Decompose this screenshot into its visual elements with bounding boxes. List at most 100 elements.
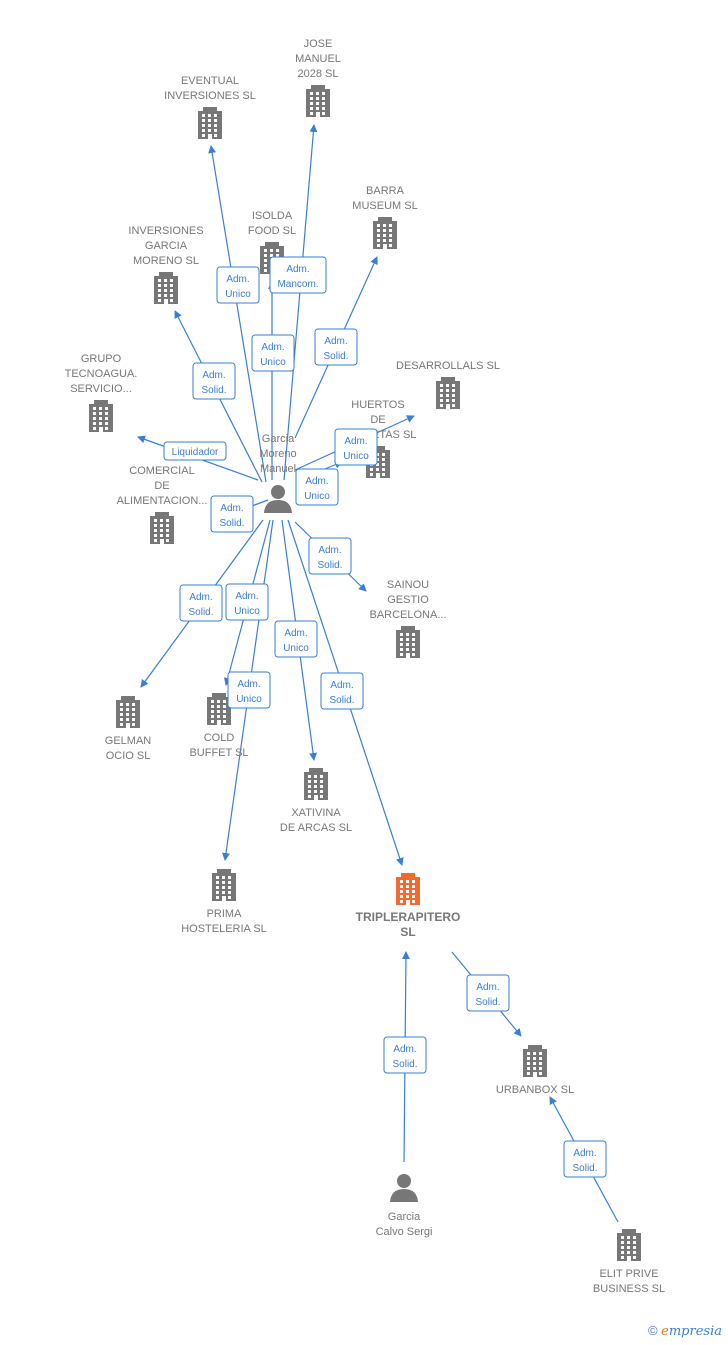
- node-label-grupo: GRUPO: [81, 353, 122, 365]
- edge-label-text: Adm.: [220, 503, 243, 514]
- edge-label-text: Solid.: [219, 518, 244, 529]
- edge-label-box: [466, 974, 510, 1012]
- edge-label-text: Adm.: [344, 436, 367, 447]
- building-icon: [116, 696, 140, 728]
- brand-logo: empresia: [661, 1324, 722, 1339]
- edge-label-gmm-eventual[interactable]: Adm.Unico: [216, 266, 260, 304]
- building-icon: [617, 1229, 641, 1261]
- copyright-symbol: ©: [647, 1323, 658, 1338]
- node-grupo[interactable]: GRUPO TECNOAGUA. SERVICIO...: [65, 353, 138, 432]
- node-label-jose: 2028 SL: [298, 68, 339, 80]
- edge-label-text: Solid.: [188, 607, 213, 618]
- edge-label-box: [295, 468, 339, 506]
- node-label-comercial: DE: [154, 480, 169, 492]
- node-label-comercial: ALIMENTACION...: [117, 495, 208, 507]
- edge-label-box: [251, 334, 295, 372]
- node-label-prima: HOSTELERIA SL: [181, 923, 267, 935]
- edge-label-box: [216, 266, 260, 304]
- node-comercial[interactable]: COMERCIALDEALIMENTACION...: [117, 465, 208, 544]
- edge-label-text: Mancom.: [277, 279, 318, 290]
- node-label-grupo: TECNOAGUA.: [65, 368, 138, 380]
- footer-brand[interactable]: © empresia: [648, 1323, 722, 1339]
- node-label-huertos: HUERTOS: [351, 399, 404, 411]
- edge-label-gmm-desarrollals[interactable]: Adm.Unico: [334, 428, 378, 466]
- node-label-jose: MANUEL: [295, 53, 341, 65]
- node-label-gelman: GELMAN: [105, 735, 152, 747]
- edge-label-box: [227, 671, 271, 709]
- node-label-grupo: SERVICIO...: [70, 383, 132, 395]
- edge-label-box: [383, 1036, 427, 1074]
- node-label-sainou: SAINOU: [387, 579, 429, 591]
- building-icon: [396, 873, 420, 905]
- edge-label-gmm-grupo[interactable]: Liquidador: [163, 441, 227, 461]
- edge-label-gmm-jose[interactable]: Adm.Mancom.: [269, 256, 327, 294]
- edge-label-gmm-invgarcia[interactable]: Adm.Solid.: [192, 362, 236, 400]
- edge-label-box: [274, 620, 318, 658]
- node-label-gcs: Garcia: [388, 1211, 421, 1223]
- node-label-sainou: BARCELONA...: [369, 609, 446, 621]
- node-label-prima: PRIMA: [207, 908, 243, 920]
- edge-label-box: [179, 584, 223, 622]
- edge-label-box: [314, 328, 358, 366]
- node-label-invgarcia: MORENO SL: [133, 255, 199, 267]
- edge-label-box: [563, 1140, 607, 1178]
- edge-label-gmm-prima[interactable]: Adm. Unico: [227, 671, 271, 709]
- person-icon: [264, 485, 292, 513]
- edge-label-gmm-triple[interactable]: Adm.Solid.: [320, 672, 364, 710]
- brand-rest: mpresia: [668, 1324, 722, 1339]
- edge-label-box: [163, 441, 227, 461]
- edge-label-gmm-cold[interactable]: Adm.Unico: [225, 583, 269, 621]
- edge-label-gmm-isolda[interactable]: Adm.Unico: [251, 334, 295, 372]
- node-label-triple: SL: [400, 925, 415, 939]
- node-label-xativina: XATIVINA: [291, 807, 341, 819]
- edge-label-gmm-huertos[interactable]: Adm.Unico: [295, 468, 339, 506]
- node-label-invgarcia: GARCIA: [145, 240, 188, 252]
- edge-label-triple-urbanbox[interactable]: Adm.Solid.: [466, 974, 510, 1012]
- node-label-gmm: Moreno: [259, 448, 296, 460]
- edge-gmm-jose: [283, 124, 318, 481]
- edge-label-box: [334, 428, 378, 466]
- building-icon: [373, 217, 397, 249]
- node-label-sainou: GESTIO: [387, 594, 429, 606]
- edge-label-gmm-barra[interactable]: Adm.Solid.: [314, 328, 358, 366]
- edge-label-text: Adm.: [476, 982, 499, 993]
- node-label-gmm: Manuel: [260, 463, 296, 475]
- person-icon: [390, 1174, 418, 1202]
- edge-label-text: Adm.: [305, 476, 328, 487]
- edge-label-gmm-comercial[interactable]: Adm. Solid.: [210, 495, 254, 533]
- building-icon: [523, 1045, 547, 1077]
- edge-label-gcs-triple[interactable]: Adm.Solid.: [383, 1036, 427, 1074]
- edge-label-gmm-sainou[interactable]: Adm.Solid.: [308, 537, 352, 575]
- node-label-elit: BUSINESS SL: [593, 1283, 665, 1295]
- edge-label-text: Solid.: [572, 1163, 597, 1174]
- node-gelman[interactable]: GELMAN OCIO SL: [105, 696, 152, 762]
- node-label-triple: TRIPLERAPITERO: [356, 910, 461, 924]
- edge-label-text: Adm.: [330, 680, 353, 691]
- node-desarrollals[interactable]: DESARROLLALS SL: [396, 360, 500, 409]
- node-urbanbox[interactable]: URBANBOX SL: [496, 1045, 574, 1096]
- edge-label-elit-urbanbox[interactable]: Adm.Solid.: [563, 1140, 607, 1178]
- edge-label-text: Adm.: [237, 679, 260, 690]
- brand-first-letter: e: [661, 1324, 669, 1339]
- node-label-gelman: OCIO SL: [106, 750, 151, 762]
- node-label-eventual: INVERSIONES SL: [164, 90, 256, 102]
- node-prima[interactable]: PRIMA HOSTELERIA SL: [181, 869, 267, 935]
- edge-label-text: Unico: [236, 694, 262, 705]
- edge-label-text: Unico: [225, 289, 251, 300]
- edge-label-text: Unico: [283, 643, 309, 654]
- node-label-gmm: Garcia: [262, 433, 295, 445]
- edge-label-gmm-xativina[interactable]: Adm.Unico: [274, 620, 318, 658]
- node-sainou[interactable]: SAINOU GESTIO BARCELONA...: [369, 579, 447, 658]
- edge-label-gmm-gelman[interactable]: Adm.Solid.: [179, 584, 223, 622]
